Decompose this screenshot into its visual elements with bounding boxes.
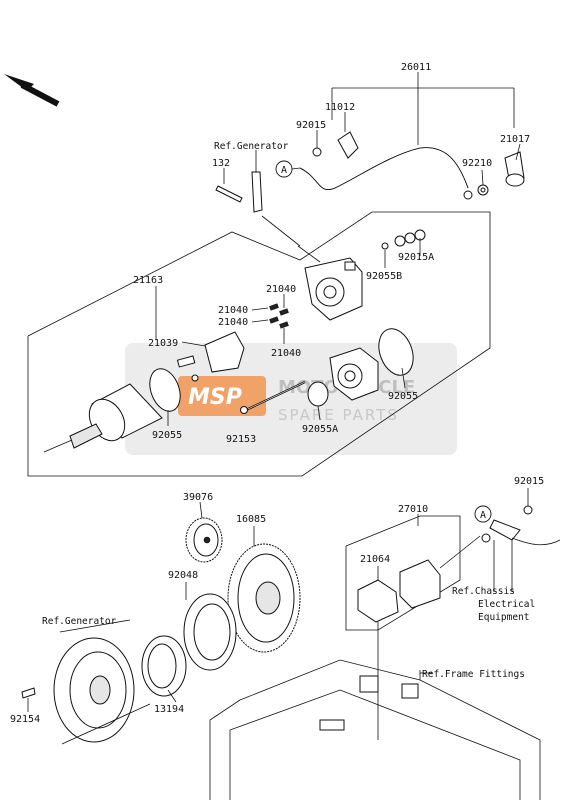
front-direction-arrow-icon [4,74,60,107]
label-92015-top: 92015 [296,120,326,131]
label-ref-frame-fittings: Ref.Frame Fittings [422,669,525,680]
bolt-132 [215,168,243,203]
label-ref-chassis-line1: Ref.Chassis [452,586,515,597]
label-ref-generator-top: Ref.Generator [214,141,289,152]
label-ref-chassis-line3: Equipment [478,612,529,623]
label-92015A: 92015A [398,252,434,263]
o-ring-92055-right [378,328,414,376]
long-bolt-92153 [240,381,306,414]
label-132: 132 [212,158,230,169]
label-ref-generator-bottom: Ref.Generator [42,616,117,627]
battery-cable-26011 [299,72,515,200]
generator-rotor [53,619,151,745]
label-21163: 21163 [133,275,163,286]
o-ring-92055B [381,242,389,268]
label-21040-c: 21040 [218,317,248,328]
plate-92048 [183,582,237,671]
label-21040-b: 21040 [266,284,296,295]
callout-a-label: A [281,165,287,176]
label-92055A: 92055A [302,424,338,435]
washers-92015A [394,229,426,256]
label-21040-a: 21040 [218,305,248,316]
bolt-92154 [21,687,36,712]
starter-relay-21064 [357,559,441,740]
label-27010: 27010 [398,504,428,515]
label-13194: 13194 [154,704,184,715]
watermark-line2: SPARE PARTS [278,406,399,424]
starter-armature [329,347,379,401]
cap-11012 [337,112,359,159]
starter-end-cover [304,257,363,321]
ground-strap [251,150,263,213]
chassis-cable [439,488,561,592]
label-26011: 26011 [401,62,431,73]
callout-a-bottom: A [474,505,492,523]
label-92055-left: 92055 [152,430,182,441]
label-92015-bottom: 92015 [514,476,544,487]
label-39076: 39076 [183,492,213,503]
label-92048: 92048 [168,570,198,581]
label-21017: 21017 [500,134,530,145]
nut-92210 [477,169,489,196]
nut-92015-top [312,130,322,157]
label-11012: 11012 [325,102,355,113]
watermark-logo: MSP [188,385,242,410]
relay-box-27010 [345,514,461,631]
starter-motor-body [43,383,163,453]
frame-fittings [209,659,541,800]
label-92210: 92210 [462,158,492,169]
label-16085: 16085 [236,514,266,525]
boot-21017 [504,143,525,187]
o-ring-92055-left [149,368,181,412]
label-92154: 92154 [10,714,40,725]
brush-holder-21039 [176,331,245,382]
idler-gear-39076 [185,501,223,563]
label-21039: 21039 [148,338,178,349]
label-21040-d: 21040 [271,348,301,359]
label-92153: 92153 [226,434,256,445]
brushes-21040 [251,294,289,344]
label-ref-chassis-line2: Electrical [478,599,535,610]
label-21064: 21064 [360,554,390,565]
callout-a-top: A [275,160,301,178]
starter-gear-16085 [227,526,301,653]
label-92055-right: 92055 [388,391,418,402]
label-92055B: 92055B [366,271,402,282]
o-ring-92055A [307,381,329,407]
callout-a-label: A [480,510,486,521]
starter-bounding-frame [27,211,491,477]
one-way-clutch-13194 [141,635,187,703]
